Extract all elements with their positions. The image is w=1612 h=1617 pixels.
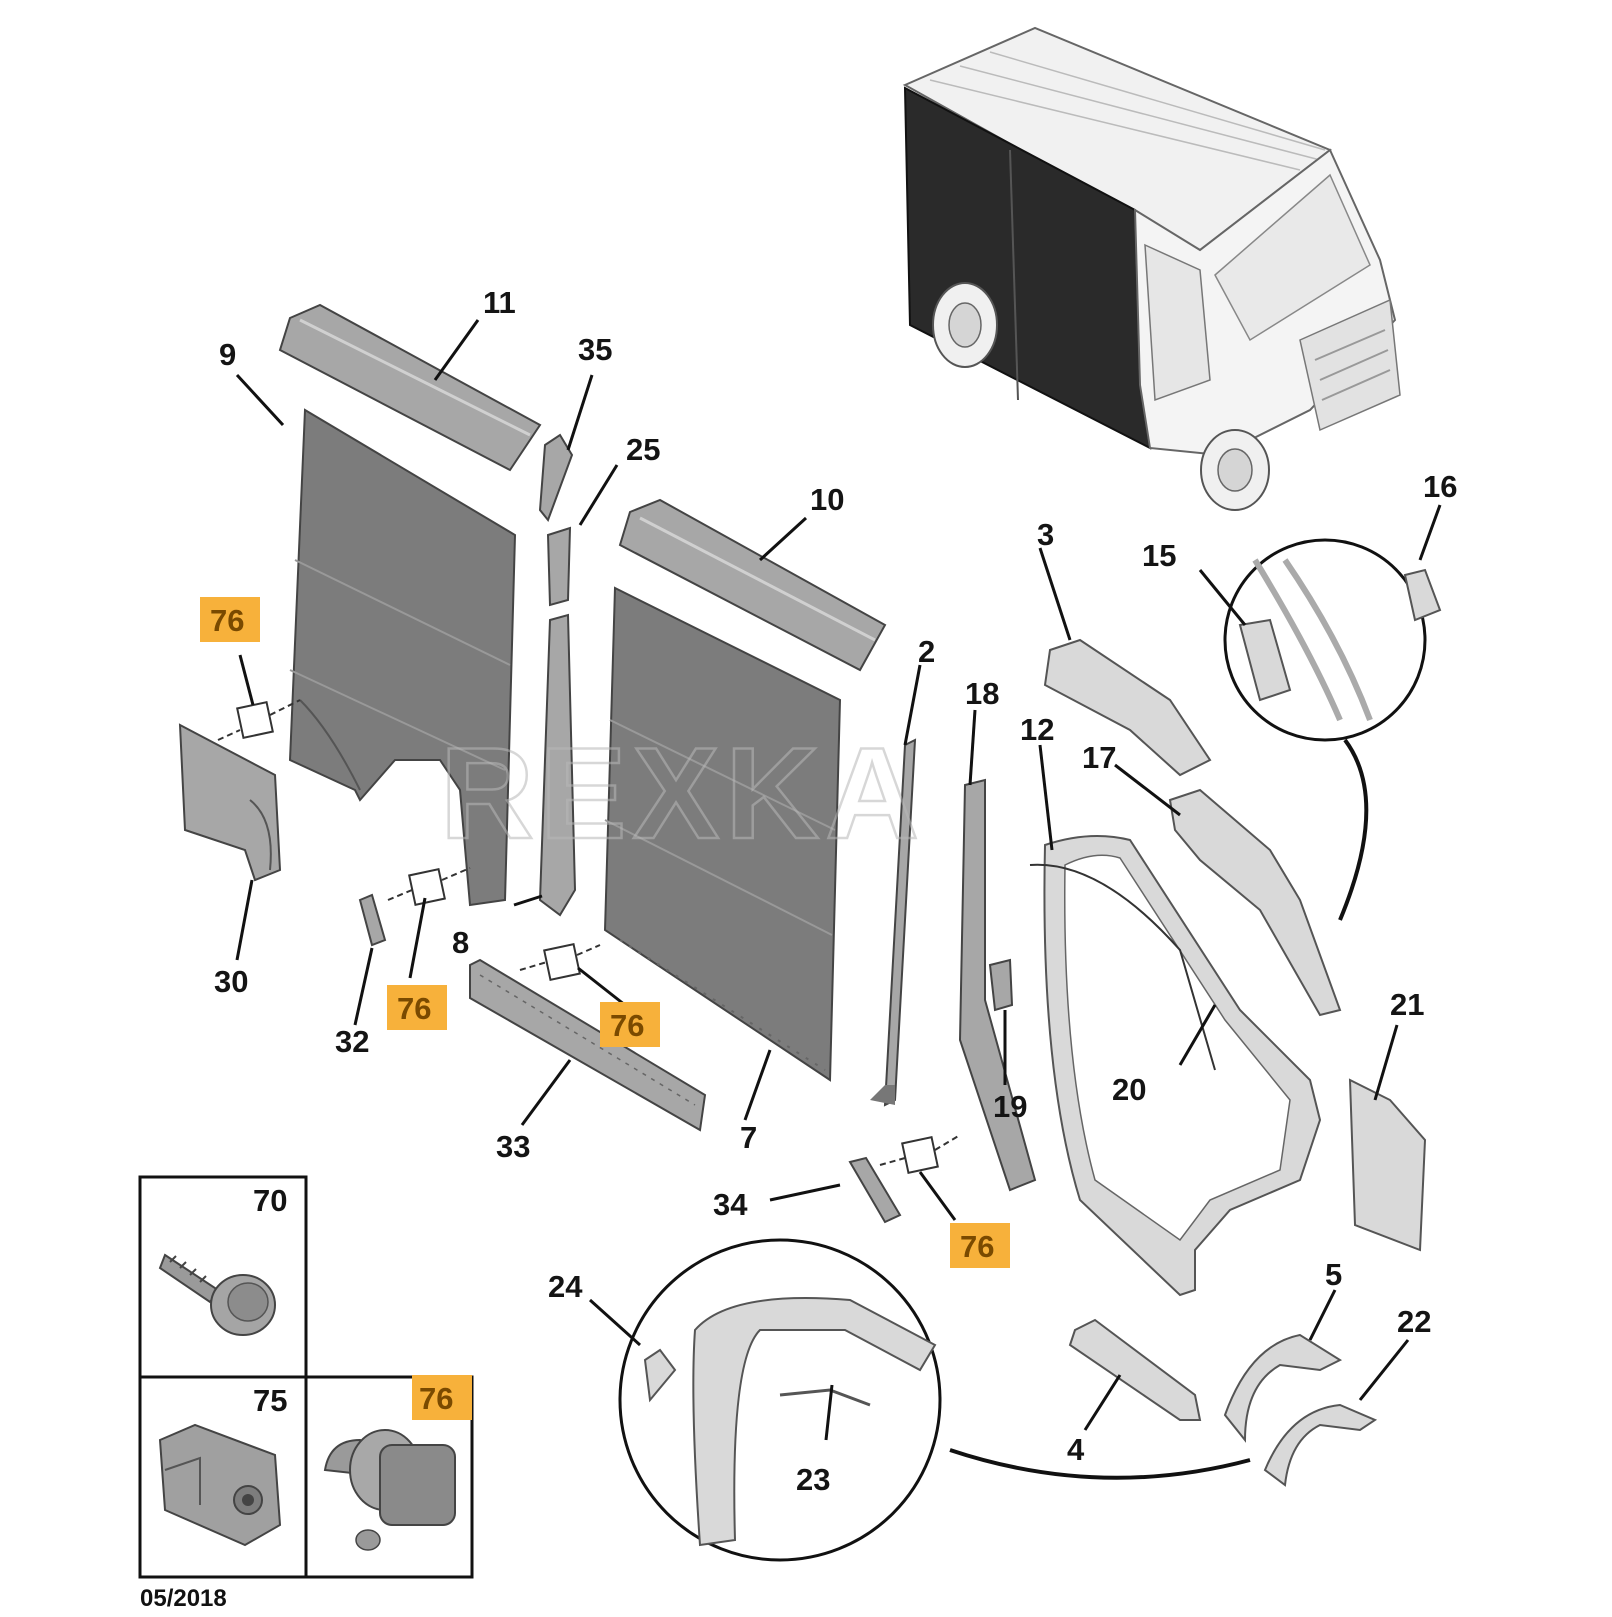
callout-10: 10 <box>810 482 844 517</box>
detail-circle-bottom <box>618 1238 1251 1562</box>
highlight-76-a: 76 <box>200 597 260 642</box>
watermark-text: REXKA <box>440 720 925 866</box>
bracket-17 <box>1168 788 1342 1017</box>
roof-rail-10 <box>618 498 887 672</box>
callout-9: 9 <box>219 337 236 372</box>
bracket-4 <box>1068 1318 1202 1421</box>
callout-3: 3 <box>1037 517 1054 552</box>
highlight-76-c: 76 <box>600 1002 660 1047</box>
cell-label-75: 75 <box>253 1383 287 1418</box>
callout-23: 23 <box>796 1462 830 1497</box>
detail-circle-top <box>1223 538 1442 921</box>
callout-24: 24 <box>548 1269 583 1304</box>
callout-12: 12 <box>1020 712 1054 747</box>
rear-side-panel-9 <box>288 408 517 907</box>
clip-nut-icon <box>158 1423 282 1547</box>
clip-19 <box>988 958 1014 1012</box>
pillar-21 <box>1348 1078 1427 1252</box>
sill-33 <box>469 958 707 1132</box>
callout-20: 20 <box>1112 1072 1146 1107</box>
callout-8: 8 <box>452 925 469 960</box>
small-piece-32 <box>358 893 387 947</box>
screw-icon <box>158 1253 276 1336</box>
van-illustration <box>902 26 1401 511</box>
table-cell-76: 76 <box>323 1375 472 1551</box>
callout-labels: 9 11 35 25 10 2 3 15 16 18 12 17 20 19 2… <box>214 285 1457 1497</box>
callout-22: 22 <box>1397 1304 1431 1339</box>
small-piece-34 <box>848 1156 902 1224</box>
roof-rail-11 <box>278 303 542 472</box>
callout-15: 15 <box>1142 538 1176 573</box>
table-cell-70: 70 <box>158 1183 287 1336</box>
callout-2: 2 <box>918 634 935 669</box>
cell-label-70: 70 <box>253 1183 287 1218</box>
callout-30: 30 <box>214 964 248 999</box>
callout-25: 25 <box>626 432 660 467</box>
highlighted-callouts: 76 76 76 76 <box>200 597 1010 1268</box>
cell-label-76: 76 <box>419 1381 453 1416</box>
svg-text:76: 76 <box>397 991 431 1026</box>
highlight-76-b: 76 <box>387 985 447 1030</box>
strip-2 <box>870 738 917 1107</box>
pillar-piece-25 <box>546 526 572 607</box>
callout-7: 7 <box>740 1120 757 1155</box>
table-cell-75: 75 <box>158 1383 287 1547</box>
callout-19: 19 <box>993 1089 1027 1124</box>
leader-lines <box>235 319 1442 1441</box>
arch-22 <box>1263 1403 1378 1487</box>
date-stamp: 05/2018 <box>140 1585 227 1612</box>
door-frame-12 <box>1029 835 1322 1297</box>
callout-32: 32 <box>335 1024 369 1059</box>
bracket-3 <box>1043 638 1212 777</box>
callout-35: 35 <box>578 332 612 367</box>
plug-markers <box>217 699 961 1174</box>
side-panel-7 <box>603 586 842 1082</box>
callout-21: 21 <box>1390 987 1424 1022</box>
svg-text:76: 76 <box>610 1008 644 1043</box>
b-pillar-8 <box>538 613 577 917</box>
highlight-76-d: 76 <box>950 1223 1010 1268</box>
pillar-18 <box>958 778 1037 1192</box>
callout-33: 33 <box>496 1129 530 1164</box>
plug-icon <box>323 1429 456 1551</box>
fastener-table: 70 75 76 <box>138 1175 474 1579</box>
arch-extension-30 <box>178 723 282 882</box>
bracket-35 <box>538 433 574 523</box>
callout-4: 4 <box>1067 1432 1085 1467</box>
callout-18: 18 <box>965 676 999 711</box>
svg-text:76: 76 <box>960 1229 994 1264</box>
callout-16: 16 <box>1423 469 1457 504</box>
callout-34: 34 <box>713 1187 748 1222</box>
arch-5 <box>1223 1333 1343 1443</box>
callout-5: 5 <box>1325 1257 1342 1292</box>
svg-text:76: 76 <box>210 603 244 638</box>
callout-17: 17 <box>1082 740 1116 775</box>
callout-11: 11 <box>483 285 516 320</box>
